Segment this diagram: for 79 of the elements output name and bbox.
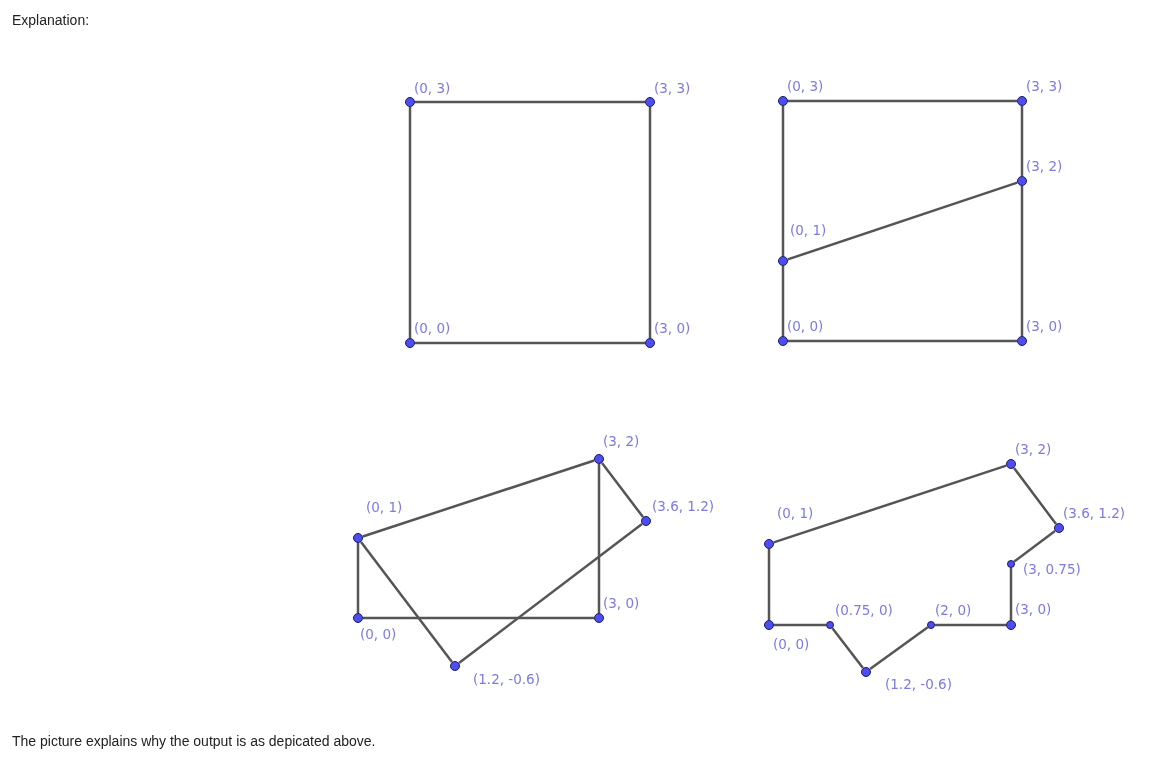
point-marker <box>450 661 460 671</box>
polygon-edge <box>1020 186 1024 336</box>
coordinate-label: (3, 3) <box>1026 78 1063 94</box>
point-marker <box>1007 560 1015 568</box>
coordinate-label: (0, 3) <box>414 80 451 96</box>
coordinate-label: (0, 0) <box>773 636 810 652</box>
coordinate-label: (3, 0) <box>1015 601 1052 617</box>
polygon-edge <box>767 549 771 620</box>
coordinate-label: (3.6, 1.2) <box>652 498 715 514</box>
point-marker <box>645 97 655 107</box>
coordinate-label: (3, 0) <box>1026 318 1063 334</box>
point-marker <box>1017 96 1027 106</box>
coordinate-label: (3, 2) <box>1015 441 1052 457</box>
point-marker <box>353 533 363 543</box>
point-marker <box>1054 523 1064 533</box>
polygon-edge <box>869 626 929 671</box>
point-marker <box>1006 459 1016 469</box>
heading: Explanation: <box>12 12 90 28</box>
point-marker <box>1006 620 1016 630</box>
polygon-edge <box>601 462 644 518</box>
polygon-edge <box>362 459 595 538</box>
point-marker <box>405 97 415 107</box>
coordinate-label: (0, 3) <box>787 78 824 94</box>
polygon-edge <box>831 627 864 669</box>
coordinate-label: (3, 0) <box>603 595 640 611</box>
coordinate-label: (0, 1) <box>777 505 814 521</box>
coordinate-label: (0.75, 0) <box>835 602 893 618</box>
polygon-edge <box>787 181 1018 261</box>
polygon-edge <box>360 541 453 663</box>
polygon-edge <box>1013 467 1057 525</box>
point-marker <box>764 620 774 630</box>
polygon-edge <box>1009 568 1013 620</box>
polygon-edge <box>458 523 643 664</box>
coordinate-label: (2, 0) <box>935 602 972 618</box>
coordinate-label: (1.2, -0.6) <box>473 671 540 687</box>
polygon-edge <box>415 341 645 345</box>
point-marker <box>826 621 834 629</box>
coordinate-label: (0, 0) <box>787 318 824 334</box>
point-marker <box>594 454 604 464</box>
polygon-edge <box>415 100 645 104</box>
point-marker <box>778 96 788 106</box>
coordinate-label: (3.6, 1.2) <box>1063 505 1126 521</box>
point-marker <box>778 336 788 346</box>
coordinate-label: (0, 0) <box>414 320 451 336</box>
point-marker <box>1017 176 1027 186</box>
polygon-edge <box>648 107 652 338</box>
polygon-edge <box>935 623 1006 627</box>
coordinate-label: (3, 0) <box>654 320 691 336</box>
coordinate-label: (3, 0.75) <box>1023 561 1081 577</box>
polygon-edge <box>408 107 412 338</box>
coordinate-label: (3, 2) <box>1026 158 1063 174</box>
coordinate-label: (0, 0) <box>360 626 397 642</box>
polygon-edge <box>781 106 785 256</box>
point-marker <box>1017 336 1027 346</box>
polygon-edge <box>1020 106 1024 176</box>
point-marker <box>861 667 871 677</box>
point-marker <box>405 338 415 348</box>
polygon-edge <box>774 623 826 627</box>
point-marker <box>764 539 774 549</box>
coordinate-label: (3, 2) <box>603 433 640 449</box>
point-marker <box>645 338 655 348</box>
point-marker <box>641 516 651 526</box>
caption: The picture explains why the output is as depicated above. <box>12 733 376 749</box>
coordinate-label: (0, 1) <box>790 222 827 238</box>
polygon-edge <box>788 339 1017 343</box>
polygon-edge <box>363 616 594 620</box>
point-marker <box>778 256 788 266</box>
point-marker <box>353 613 363 623</box>
coordinate-label: (0, 1) <box>366 499 403 515</box>
point-marker <box>594 613 604 623</box>
polygon-edge <box>597 464 601 613</box>
polygon-edge <box>773 464 1007 544</box>
point-marker <box>927 621 935 629</box>
polygon-edge <box>1013 530 1056 563</box>
coordinate-label: (3, 3) <box>654 80 691 96</box>
polygon-edge <box>781 266 785 336</box>
coordinate-label: (1.2, -0.6) <box>885 676 952 692</box>
polygon-edge <box>356 543 360 613</box>
polygon-edge <box>788 99 1017 103</box>
